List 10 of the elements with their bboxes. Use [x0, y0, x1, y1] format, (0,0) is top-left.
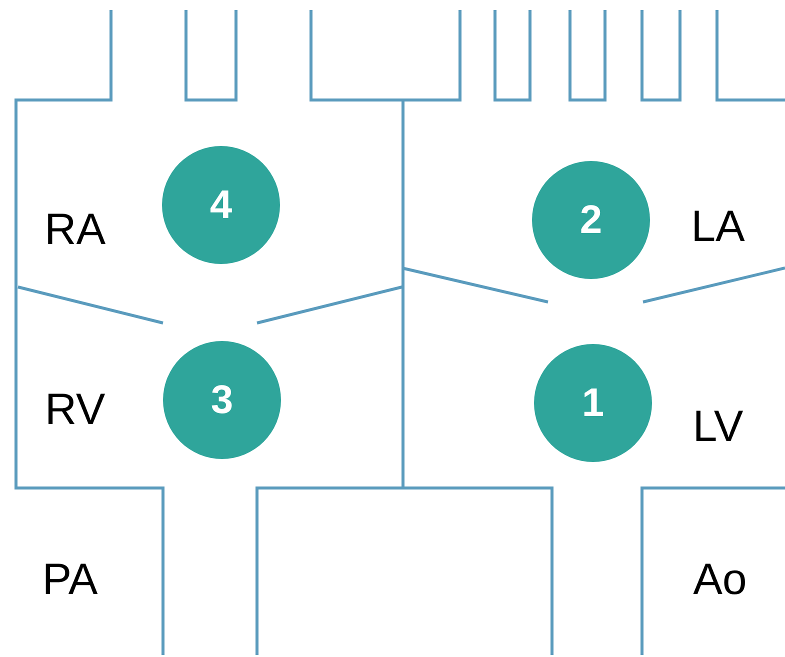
chamber-label: LV [692, 405, 744, 449]
chamber-label: Ao [693, 558, 747, 602]
numbered-circle: 3 [163, 341, 281, 459]
chamber-label: LA [691, 205, 745, 249]
chamber-label: PA [42, 558, 98, 602]
numbered-circle: 4 [162, 146, 280, 264]
numbered-circle: 1 [534, 344, 652, 462]
chamber-label: RV [44, 388, 106, 432]
numbered-circle: 2 [532, 161, 650, 279]
chamber-label: RA [44, 208, 106, 252]
